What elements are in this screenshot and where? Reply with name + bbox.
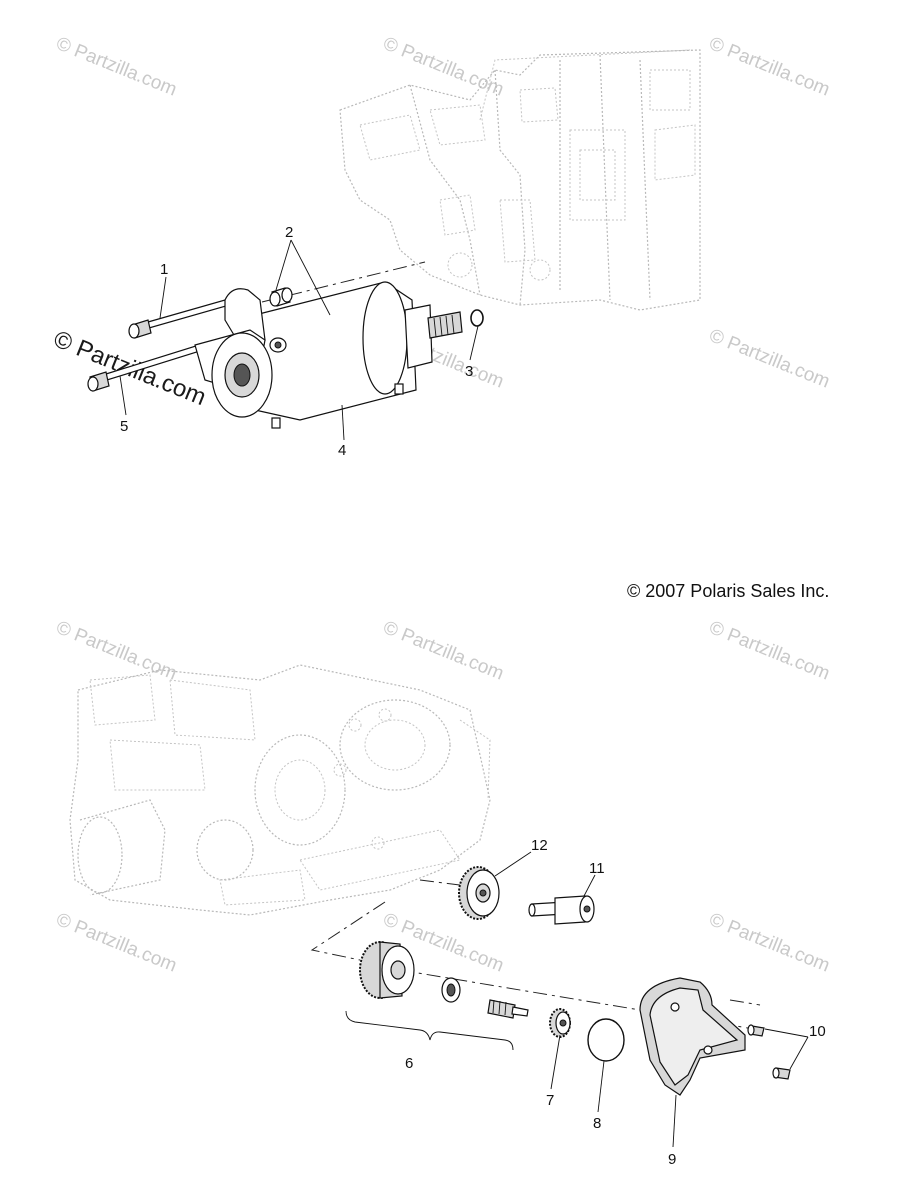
leader-lines-top bbox=[119, 239, 479, 441]
screws-part-10 bbox=[747, 1024, 791, 1080]
o-ring-part-8 bbox=[587, 1018, 625, 1062]
centerline bbox=[310, 901, 386, 961]
callout-9: 9 bbox=[668, 1151, 676, 1168]
callout-2: 2 bbox=[285, 224, 293, 241]
callout-10: 10 bbox=[809, 1023, 826, 1040]
callout-3: 3 bbox=[465, 363, 473, 380]
idler-gear-part-12 bbox=[458, 866, 500, 920]
callout-1: 1 bbox=[160, 261, 168, 278]
bearing-part-7 bbox=[549, 1008, 571, 1038]
callout-6: 6 bbox=[405, 1055, 413, 1072]
callout-4: 4 bbox=[338, 442, 346, 459]
o-ring-part-3 bbox=[470, 309, 484, 327]
callout-12: 12 bbox=[531, 837, 548, 854]
engine-block-bottom bbox=[69, 664, 491, 916]
drive-gear-part-6 bbox=[359, 941, 529, 1019]
callout-5: 5 bbox=[120, 418, 128, 435]
cover-part-9 bbox=[639, 977, 746, 1096]
watermark: © Partzilla.com bbox=[706, 325, 833, 392]
starter-motor-part-4 bbox=[194, 281, 463, 429]
callout-8: 8 bbox=[593, 1115, 601, 1132]
watermark: © Partzilla.com bbox=[706, 33, 833, 100]
engine-block-top bbox=[339, 49, 701, 311]
watermark: © Partzilla.com bbox=[53, 33, 180, 100]
watermark: © Partzilla.com bbox=[380, 617, 507, 684]
watermark: © Partzilla.com bbox=[706, 617, 833, 684]
watermark: © Partzilla.com bbox=[706, 909, 833, 976]
callout-7: 7 bbox=[546, 1092, 554, 1109]
centerline bbox=[729, 999, 761, 1006]
callout-11: 11 bbox=[589, 860, 605, 877]
bolt-part-1 bbox=[128, 297, 234, 339]
watermark: © Partzilla.com bbox=[53, 909, 180, 976]
leader-lines-bottom bbox=[494, 851, 809, 1148]
shaft-part-11 bbox=[528, 895, 595, 925]
bracket-part-6 bbox=[345, 1010, 514, 1051]
copyright-notice: © 2007 Polaris Sales Inc. bbox=[627, 581, 829, 601]
watermark: © Partzilla.com bbox=[53, 617, 180, 684]
watermark: © Partzilla.com bbox=[380, 33, 507, 100]
